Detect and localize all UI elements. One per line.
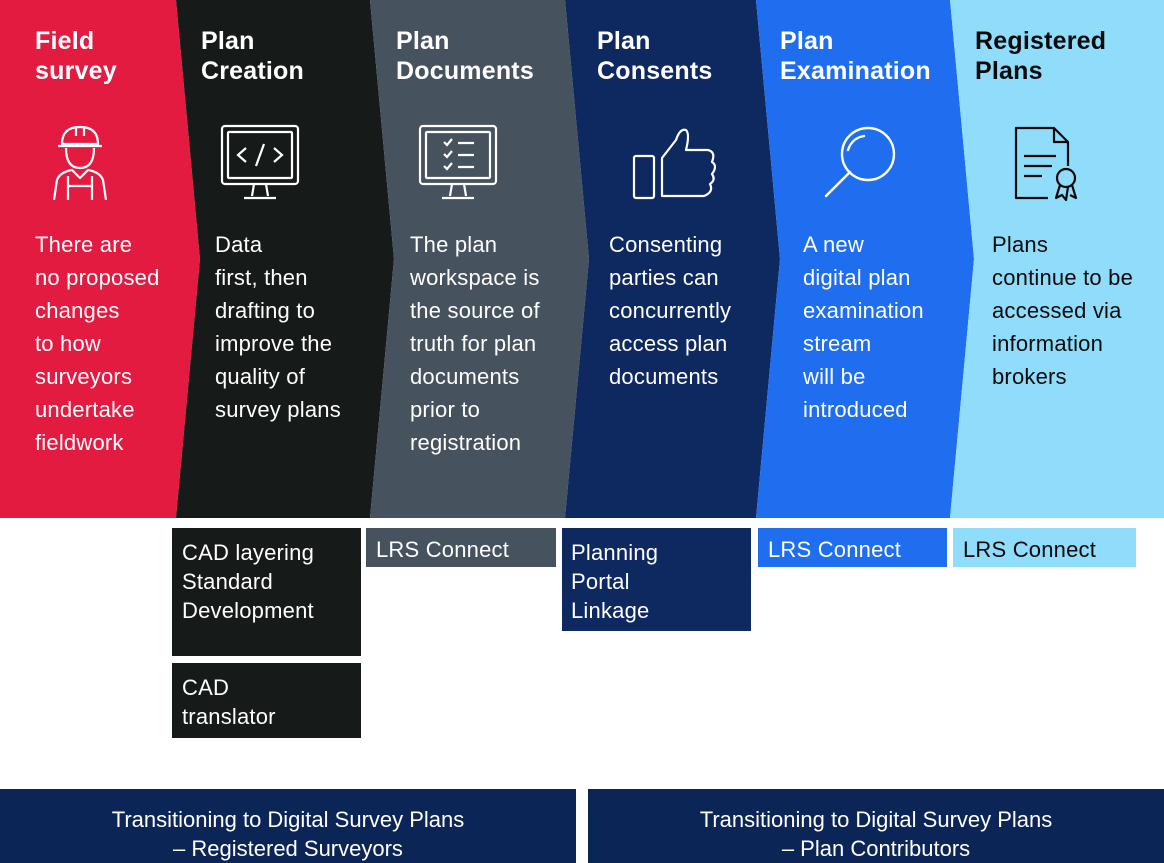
stage-title-plan-creation: Plan Creation	[201, 27, 305, 85]
thumbs-up-icon	[632, 128, 717, 200]
process-flow-chevrons	[0, 0, 1164, 518]
stage-title-plan-consents: Plan Consents	[597, 27, 713, 85]
stage-plan-documents-shape	[370, 0, 589, 518]
stage-title-plan-examination: Plan Examination	[780, 27, 931, 85]
magnifier-icon	[824, 126, 896, 198]
stage-description-plan-documents: The plan workspace is the source of trut…	[410, 232, 540, 455]
tag-cad-layering: CAD layering Standard Development	[172, 528, 361, 656]
tag-lrs-connect-documents: LRS Connect	[366, 528, 556, 567]
stage-plan-creation-shape	[176, 0, 394, 518]
stage-description-plan-creation: Data first, then drafting to improve the…	[215, 232, 341, 422]
stage-description-registered-plans: Plans continue to be accessed via inform…	[992, 232, 1134, 389]
checklist-monitor-icon	[418, 124, 498, 200]
tag-lrs-connect-examination: LRS Connect	[758, 528, 947, 567]
stage-description-plan-consents: Consenting parties can concurrently acce…	[609, 232, 732, 389]
stage-title-plan-documents: Plan Documents	[396, 27, 534, 85]
stage-plan-examination-shape	[756, 0, 974, 518]
footer-registered-surveyors: Transitioning to Digital Survey Plans – …	[0, 789, 576, 863]
stage-description-field-survey: There are no proposed changes to how sur…	[35, 232, 160, 455]
stage-description-plan-examination: A new digital plan examination stream wi…	[803, 232, 924, 422]
footer-plan-contributors: Transitioning to Digital Survey Plans – …	[588, 789, 1164, 863]
surveyor-worker-icon	[52, 125, 108, 201]
tag-planning-portal-linkage: Planning Portal Linkage	[562, 528, 751, 631]
stage-field-survey-shape	[0, 0, 200, 518]
stage-title-field-survey: Field survey	[35, 27, 117, 85]
stage-title-registered-plans: Registered Plans	[975, 27, 1107, 85]
stage-plan-consents-shape	[565, 0, 780, 518]
certificate-document-icon	[1014, 126, 1078, 202]
tag-lrs-connect-registered: LRS Connect	[953, 528, 1136, 567]
code-monitor-icon	[220, 124, 300, 200]
stage-registered-plans-shape	[950, 0, 1164, 518]
tag-cad-translator: CAD translator	[172, 663, 361, 738]
